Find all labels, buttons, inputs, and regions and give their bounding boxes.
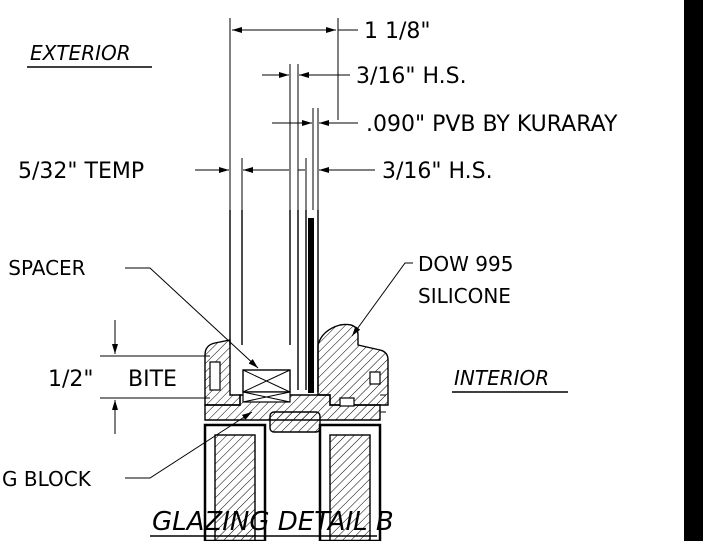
setting-block <box>269 411 321 433</box>
hs-bottom-label: 3/16" H.S. <box>382 159 493 184</box>
bite-dim-label: 1/2" <box>48 367 94 392</box>
drawing-title: GLAZING DETAIL B <box>152 507 394 537</box>
spacer-label: I SPACER <box>0 256 86 280</box>
glass-lites <box>229 210 319 393</box>
bite-label: BITE <box>128 367 177 392</box>
bite-dimension <box>100 320 210 434</box>
silicone-label-2: SILICONE <box>418 284 511 308</box>
overall-dim-label: 1 1/8" <box>364 19 431 44</box>
mullion-tubes <box>203 423 382 541</box>
interior-label: INTERIOR <box>454 366 549 390</box>
temp-label: 5/32" TEMP <box>18 159 144 184</box>
setting-block-label: G BLOCK <box>2 467 92 491</box>
dimension-lines <box>195 18 375 210</box>
spacer <box>242 369 291 403</box>
frame-profile <box>204 323 389 421</box>
leaders <box>125 262 413 479</box>
hs-top-label: 3/16" H.S. <box>356 64 467 89</box>
pvb-label: .090" PVB BY KURARAY <box>366 112 618 137</box>
exterior-label: EXTERIOR <box>30 41 131 65</box>
sheet-border <box>684 0 703 541</box>
silicone-label-1: DOW 995 <box>418 252 513 276</box>
